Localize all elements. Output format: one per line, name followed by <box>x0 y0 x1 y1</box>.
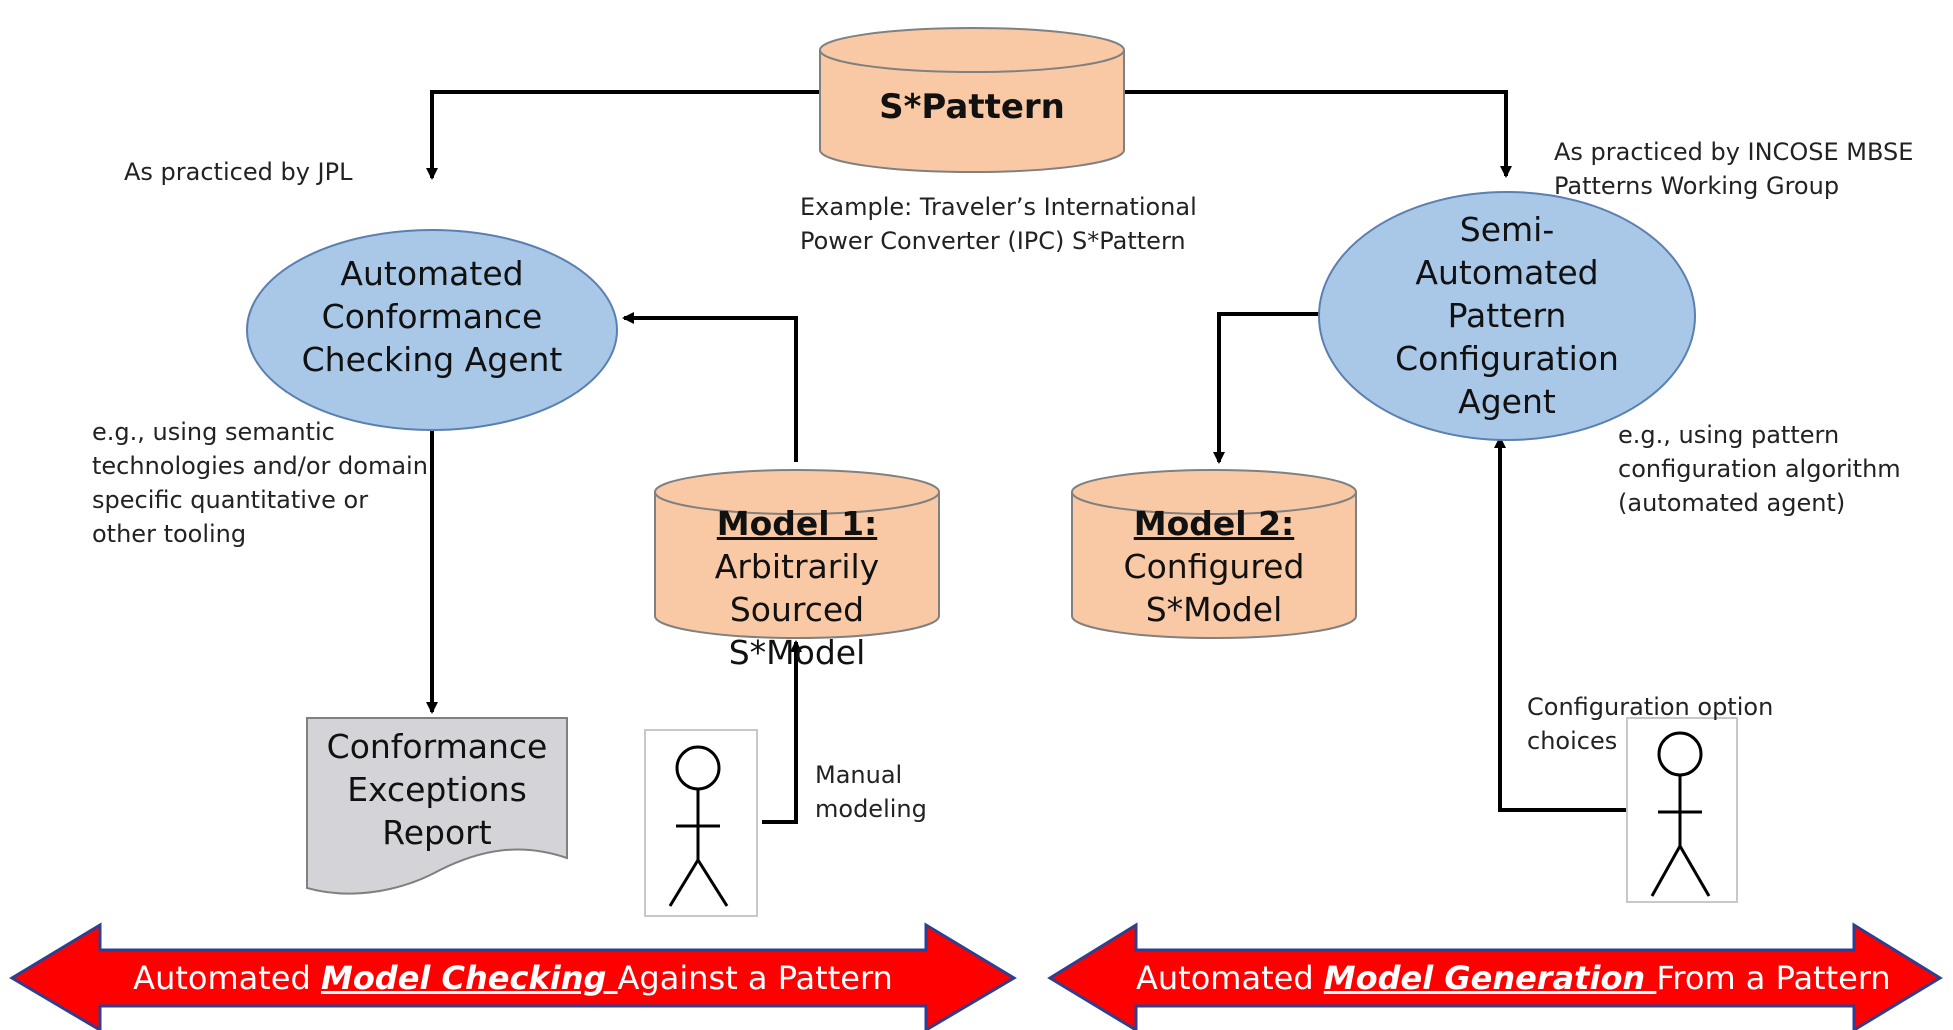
banner-left-double-arrow <box>9 922 1017 1030</box>
checking-agent-ellipse <box>246 229 618 431</box>
banner-right-double-arrow <box>1047 922 1943 1030</box>
model1-label: Model 1: Arbitrarily Sourced S*Model <box>714 504 880 672</box>
pattern-example-note: Example: Traveler’s International Power … <box>800 193 1197 255</box>
banner-right-text: Automated Model Generation From a Patter… <box>1136 959 1891 997</box>
banner-right-emphasis: Model Generation <box>1323 959 1657 997</box>
arrow-model1-to-checking-agent <box>622 312 798 462</box>
pattern-database <box>819 27 1125 173</box>
config-choices-note: Configuration option choices <box>1527 693 1774 755</box>
person-icon-modeler <box>644 729 758 917</box>
banner-left-emphasis: Model Checking <box>320 959 618 997</box>
person-icon-configurer <box>1626 717 1738 903</box>
model1-database <box>654 469 940 639</box>
checking-agent-label: Automated Conformance Checking Agent <box>301 254 563 379</box>
checking-agent-note: e.g., using semantic technologies and/or… <box>92 418 428 548</box>
arrow-manual-to-model1 <box>762 640 802 824</box>
pattern-database-label: S*Pattern <box>879 87 1065 127</box>
left-practice-note: As practiced by JPL <box>124 158 353 186</box>
connector-lines <box>426 90 1630 824</box>
report-document-shape <box>306 717 568 895</box>
arrow-pattern-to-config-agent <box>1125 90 1512 178</box>
arrow-config-agent-to-model2 <box>1213 312 1333 464</box>
manual-modeling-note: Manual modeling <box>815 761 927 823</box>
config-agent-note: e.g., using pattern configuration algori… <box>1618 421 1901 517</box>
arrow-pattern-to-checking-agent <box>426 90 820 180</box>
config-agent-ellipse <box>1318 191 1696 441</box>
banner-left-text: Automated Model Checking Against a Patte… <box>133 959 893 997</box>
arrow-choices-to-config-agent <box>1494 436 1630 812</box>
report-label: Conformance Exceptions Report <box>326 727 548 852</box>
right-practice-note: As practiced by INCOSE MBSE Patterns Wor… <box>1554 138 1914 200</box>
model2-label: Model 2: Configured S*Model <box>1123 504 1305 629</box>
model2-database <box>1071 469 1357 639</box>
config-agent-label: Semi- Automated Pattern Configuration Ag… <box>1395 210 1619 421</box>
